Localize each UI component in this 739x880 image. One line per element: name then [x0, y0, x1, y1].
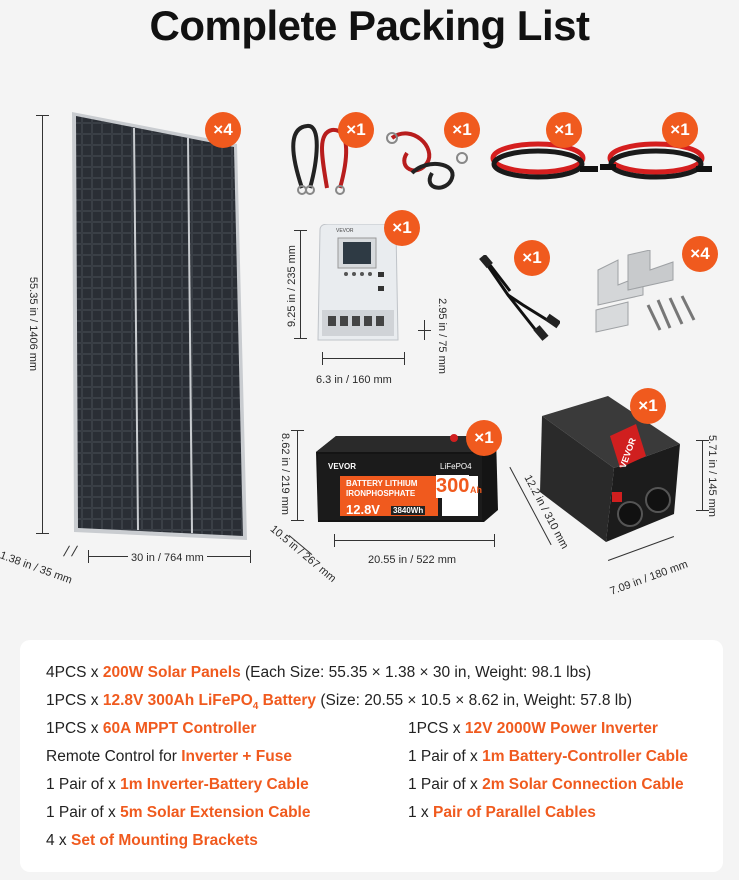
- battery-unit-label: Ah: [470, 485, 482, 495]
- panel-width-dim: 30 in / 764 mm: [128, 552, 207, 564]
- cable4-qty-badge: ×1: [662, 112, 698, 148]
- battery-chem-label: LiFePO4: [440, 462, 472, 471]
- battery-capacity-label: 300: [436, 475, 470, 498]
- battery-depth-dim: 10.5 in / 267 mm: [267, 523, 339, 585]
- inverter-qty-badge: ×1: [630, 388, 666, 424]
- ycable-qty-badge: ×1: [514, 240, 550, 276]
- brackets-qty-badge: ×4: [682, 236, 718, 272]
- controller-depth-dim: 2.95 in / 75 mm: [436, 298, 448, 374]
- lifepo4-battery-image: [316, 434, 498, 522]
- list-item: 1 Pair of x 1m Battery-Controller Cable: [408, 748, 688, 765]
- list-item: 1 Pair of x 5m Solar Extension Cable: [46, 804, 311, 821]
- list-item: 1PCS x 12V 2000W Power Inverter: [408, 720, 658, 737]
- list-item: 1PCS x 12.8V 300Ah LiFePO4 Battery (Size…: [46, 692, 632, 713]
- battery-controller-cable-image: [386, 131, 468, 190]
- inverter-width-dim: 7.09 in / 180 mm: [608, 558, 690, 598]
- list-item: 1PCS x 60A MPPT Controller: [46, 720, 257, 737]
- cable2-qty-badge: ×1: [444, 112, 480, 148]
- parallel-y-cable-image: [479, 255, 560, 341]
- controller-brand-label: VEVOR: [336, 228, 354, 234]
- battery-height-dim: 8.62 in / 219 mm: [279, 433, 291, 515]
- battery-line2-label: IRONPHOSPHATE: [346, 489, 416, 498]
- inverter-height-dim: 5.71 in / 145 mm: [706, 435, 718, 517]
- list-item: 4 x Set of Mounting Brackets: [46, 832, 258, 849]
- list-item: 1 x Pair of Parallel Cables: [408, 804, 596, 821]
- list-item: 1 Pair of x 1m Inverter-Battery Cable: [46, 776, 309, 793]
- list-item: 1 Pair of x 2m Solar Connection Cable: [408, 776, 684, 793]
- panel-height-line: [42, 115, 43, 533]
- battery-voltage-label: 12.8V: [346, 502, 380, 517]
- panels-qty-badge: ×4: [205, 112, 241, 148]
- cable1-qty-badge: ×1: [338, 112, 374, 148]
- controller-width-dim: 6.3 in / 160 mm: [316, 374, 392, 386]
- controller-qty-badge: ×1: [384, 210, 420, 246]
- power-inverter-image: [540, 396, 680, 542]
- list-item: Remote Control for Inverter + Fuse: [46, 748, 292, 765]
- battery-wh-label: 3840Wh: [391, 506, 426, 515]
- controller-height-dim: 9.25 in / 235 mm: [286, 245, 298, 327]
- battery-qty-badge: ×1: [466, 420, 502, 456]
- solar-panel-image: [72, 112, 247, 540]
- packing-list-box: [20, 640, 723, 872]
- cable3-qty-badge: ×1: [546, 112, 582, 148]
- solar-connection-cable-image: [490, 141, 598, 180]
- mounting-brackets-image: [595, 250, 696, 333]
- page-title: Complete Packing List: [149, 2, 590, 49]
- battery-brand-label: VEVOR: [328, 462, 357, 471]
- solar-extension-cable-image: [600, 141, 712, 180]
- battery-width-dim: 20.55 in / 522 mm: [368, 554, 457, 566]
- inverter-battery-cable-image: [291, 124, 349, 195]
- panel-height-dim: 55.35 in / 1406 mm: [27, 276, 39, 372]
- list-item: 4PCS x 200W Solar Panels (Each Size: 55.…: [46, 664, 592, 681]
- mppt-controller-image: [317, 224, 399, 341]
- battery-line1-label: BATTERY LITHIUM: [346, 479, 418, 488]
